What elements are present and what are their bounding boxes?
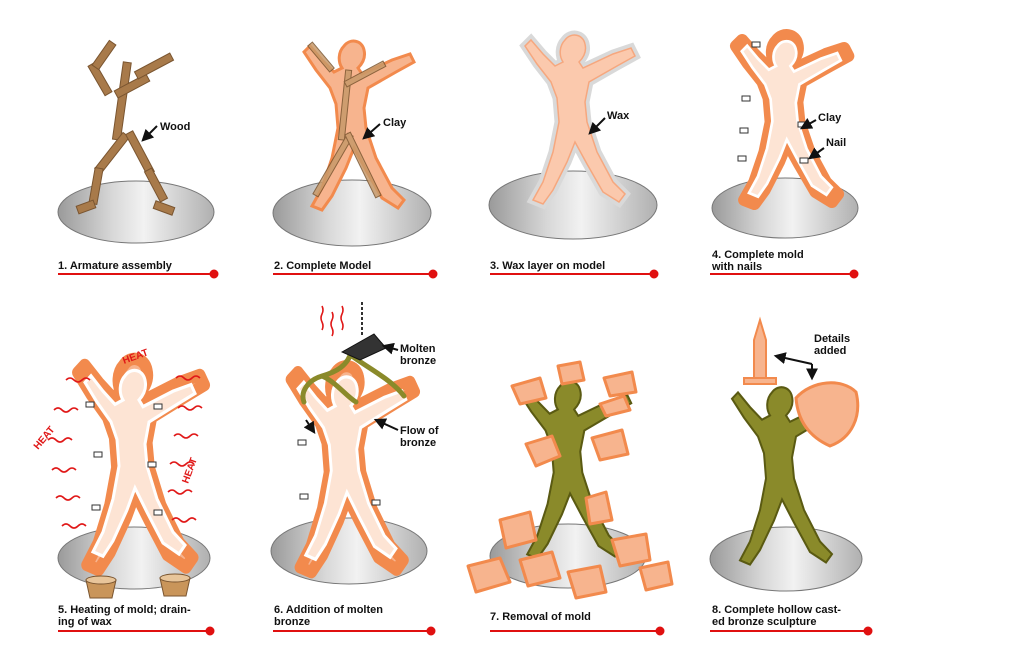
step-3-wax: Wax <box>488 35 658 240</box>
label-clay-mold: Clay <box>818 112 842 124</box>
bronze-channels <box>300 347 407 405</box>
label-flow-l1: Flow of <box>400 425 439 437</box>
label-details-l1: Details <box>814 333 850 345</box>
heat-waves <box>47 375 203 529</box>
label-wax: Wax <box>607 110 630 122</box>
caption-step-8: 8. Complete hollow cast- ed bronze sculp… <box>712 604 841 628</box>
caption-step-6: 6. Addition of molten bronze <box>274 604 383 628</box>
label-heat-right: HEAT <box>180 456 199 485</box>
base-disc <box>270 517 428 585</box>
label-molten-bronze-l2: bronze <box>400 355 436 367</box>
nails <box>297 439 381 506</box>
step-7-removal <box>466 360 674 600</box>
label-clay: Clay <box>383 117 407 129</box>
caption-step-7: 7. Removal of mold <box>490 611 591 623</box>
caption-step-3: 3. Wax layer on model <box>490 260 606 272</box>
base-disc <box>488 170 658 240</box>
armature-inside <box>307 41 387 199</box>
shield <box>794 381 860 448</box>
step-4-mold: Clay Nail <box>711 35 859 239</box>
label-flow-l2: bronze <box>400 437 436 449</box>
heat-waves <box>320 305 344 337</box>
sword <box>753 316 767 381</box>
step-1-armature: Wood <box>57 39 215 244</box>
caption-step-5: 5. Heating of mold; drain- ing of wax <box>58 604 191 628</box>
caption-step-4: 4. Complete mold with nails <box>712 249 804 273</box>
step-2-model: Clay <box>272 39 432 247</box>
caption-step-2: 2. Complete Model <box>274 260 372 272</box>
caption-step-1: 1. Armature assembly <box>58 260 172 272</box>
base-disc <box>272 179 432 247</box>
label-details-l2: added <box>814 345 846 357</box>
mold-fragments <box>466 360 674 600</box>
nails <box>85 401 163 516</box>
label-nail: Nail <box>826 137 846 149</box>
caption-rules <box>58 269 873 636</box>
wax-buckets <box>85 573 191 599</box>
base-disc <box>709 526 863 592</box>
step-5-heating: HEAT HEAT HEAT <box>32 347 210 599</box>
wood-armature <box>75 39 176 216</box>
label-molten-bronze-l1: Molten <box>400 343 436 355</box>
label-wood: Wood <box>160 121 190 133</box>
